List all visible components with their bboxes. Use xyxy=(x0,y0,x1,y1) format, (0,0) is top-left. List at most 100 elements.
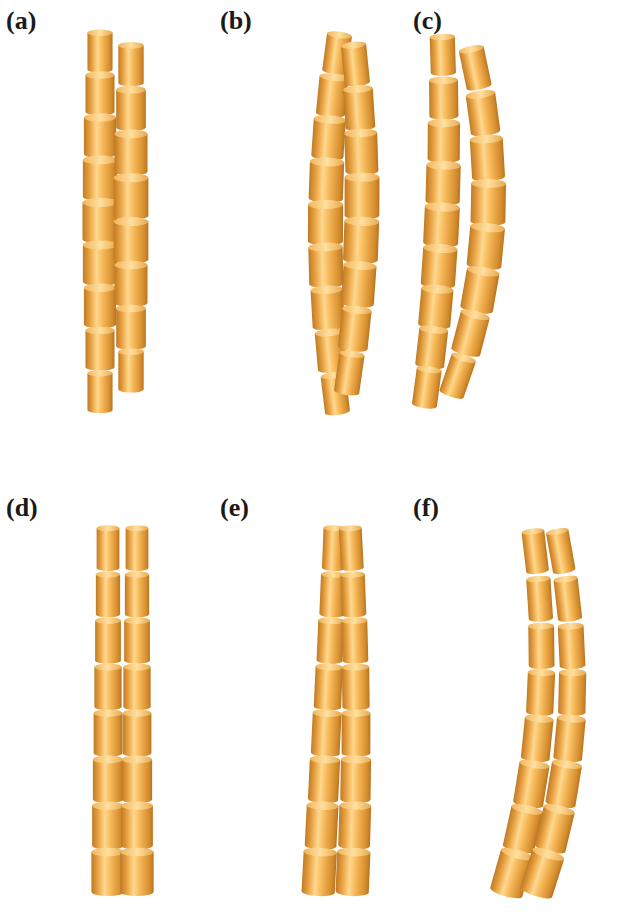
cylinder-cap xyxy=(426,160,461,170)
cylinder-cap xyxy=(429,76,458,84)
cylinder xyxy=(344,128,378,176)
cylinder-body xyxy=(339,528,364,572)
cylinder xyxy=(125,571,149,617)
cylinder xyxy=(94,709,123,756)
cylinder-cap xyxy=(118,348,143,355)
cylinder xyxy=(519,845,565,901)
cylinder-cap xyxy=(337,847,371,857)
cylinder-body xyxy=(124,621,150,664)
cylinder xyxy=(341,260,377,309)
cylinder-cap xyxy=(125,571,149,577)
cylinder-cap xyxy=(313,709,342,718)
cylinder-cap xyxy=(121,802,153,810)
cylinder-body xyxy=(123,713,152,757)
cylinder xyxy=(342,663,370,710)
panel-label: (d) xyxy=(6,495,38,521)
cylinder-body xyxy=(96,575,120,618)
cylinder xyxy=(86,71,115,115)
cylinder xyxy=(122,756,152,804)
cylinder-body xyxy=(116,308,146,349)
cylinder-cap xyxy=(308,200,343,209)
cylinder-cap xyxy=(341,41,367,50)
cylinder-body xyxy=(342,667,370,711)
cylinder-cap xyxy=(308,242,342,252)
cylinder-body xyxy=(470,138,505,182)
panel-label: (a) xyxy=(6,8,36,34)
cylinder xyxy=(311,114,346,161)
cylinder-cap xyxy=(94,663,121,670)
cylinder-body xyxy=(91,852,124,896)
cylinder-cap xyxy=(118,42,143,49)
cylinder xyxy=(470,134,506,182)
cylinder-body xyxy=(546,530,576,576)
cylinder xyxy=(94,663,121,710)
cylinder-body xyxy=(301,851,337,897)
cylinder-cap xyxy=(327,30,353,40)
cylinder-cap xyxy=(341,617,367,624)
cylinder xyxy=(115,261,148,307)
cylinder-body xyxy=(87,373,112,413)
cylinder xyxy=(528,623,554,670)
cylinder-cap xyxy=(114,217,149,226)
cylinder xyxy=(428,119,461,163)
cylinder-body xyxy=(338,805,371,850)
cylinder-cap xyxy=(345,173,380,182)
cylinder-cap xyxy=(114,173,149,182)
cylinder-cap xyxy=(466,264,500,278)
cylinder-cap xyxy=(465,89,495,101)
cylinder-cap xyxy=(521,527,544,536)
cylinder xyxy=(91,848,124,896)
cylinder-body xyxy=(311,118,346,161)
cylinder-body xyxy=(412,368,442,410)
cylinder-body xyxy=(314,666,343,711)
cylinder xyxy=(310,285,345,332)
cylinder-body xyxy=(121,806,153,850)
cylinder-cap xyxy=(123,663,150,670)
cylinder-cap xyxy=(430,33,455,40)
cylinder xyxy=(338,304,372,353)
cylinder-cap xyxy=(92,802,124,810)
cylinder-body xyxy=(83,160,117,201)
cylinder-cap xyxy=(339,349,365,359)
cylinder-cap xyxy=(123,709,152,716)
cylinder-cap xyxy=(83,198,118,207)
cylinder-cap xyxy=(307,801,339,811)
cylinder xyxy=(95,617,121,663)
cylinder xyxy=(425,160,460,206)
cylinder-cap xyxy=(97,525,120,531)
cylinder-cap xyxy=(558,622,584,630)
cylinder-body xyxy=(513,762,550,810)
cylinder-body xyxy=(84,118,116,159)
cylinder xyxy=(423,202,460,249)
cylinder-body xyxy=(94,713,123,757)
cylinder-body xyxy=(428,123,460,163)
cylinder-body xyxy=(471,183,507,226)
cylinder xyxy=(553,714,586,764)
cylinder-cap xyxy=(423,243,458,254)
cylinder-body xyxy=(415,328,448,371)
cylinder-body xyxy=(308,759,340,804)
cylinder-body xyxy=(86,331,115,371)
cylinder-body xyxy=(418,288,454,331)
cylinder xyxy=(343,84,376,132)
cylinder-body xyxy=(430,37,456,77)
cylinder-cap xyxy=(315,663,343,671)
cylinder xyxy=(343,216,379,264)
cylinder xyxy=(521,527,549,575)
cylinder xyxy=(513,758,550,810)
panel-label: (b) xyxy=(220,8,252,34)
cylinder-body xyxy=(335,851,370,896)
cylinder-body xyxy=(94,667,121,710)
cylinder-cap xyxy=(557,714,586,724)
cylinder xyxy=(96,571,120,617)
cylinder-cap xyxy=(339,525,362,532)
cylinder-body xyxy=(86,75,115,115)
cylinder-body xyxy=(95,621,121,664)
cylinder xyxy=(311,709,342,758)
cylinder-body xyxy=(341,574,367,618)
cylinder xyxy=(84,113,116,158)
cylinder-body xyxy=(120,852,153,896)
cylinder-cap xyxy=(471,179,506,189)
cylinder-body xyxy=(423,206,460,248)
cylinder xyxy=(341,41,371,88)
